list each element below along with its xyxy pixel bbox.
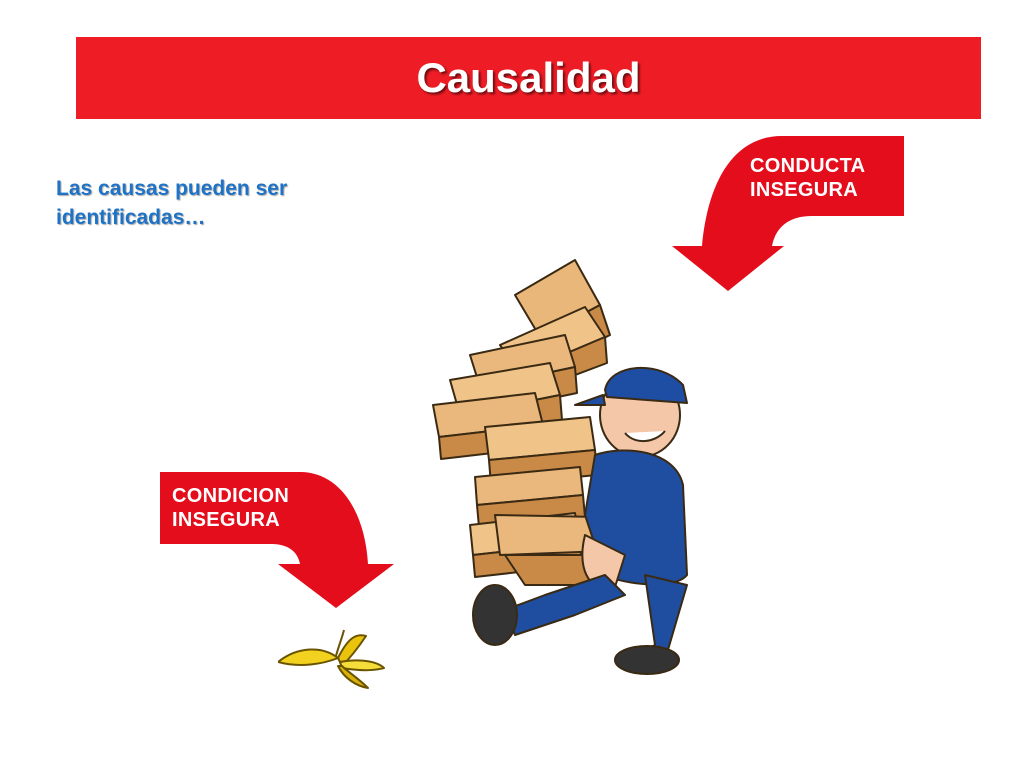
condicion-insegura-label: CONDICION INSEGURA — [172, 485, 290, 531]
conducta-insegura-callout: CONDUCTA INSEGURA — [672, 136, 904, 291]
slide-title: Causalidad — [416, 54, 641, 101]
title-bar: Causalidad — [76, 37, 981, 119]
condicion-insegura-callout: CONDICION INSEGURA — [160, 472, 394, 608]
curved-arrow-down-left-icon — [672, 136, 904, 291]
conducta-insegura-label: CONDUCTA INSEGURA — [750, 155, 865, 201]
intro-text: Las causas pueden ser identificadas… — [56, 177, 288, 229]
worker-carrying-boxes-illustration — [425, 255, 695, 687]
banana-peel-icon — [277, 628, 386, 690]
curved-arrow-down-right-icon — [160, 472, 394, 608]
